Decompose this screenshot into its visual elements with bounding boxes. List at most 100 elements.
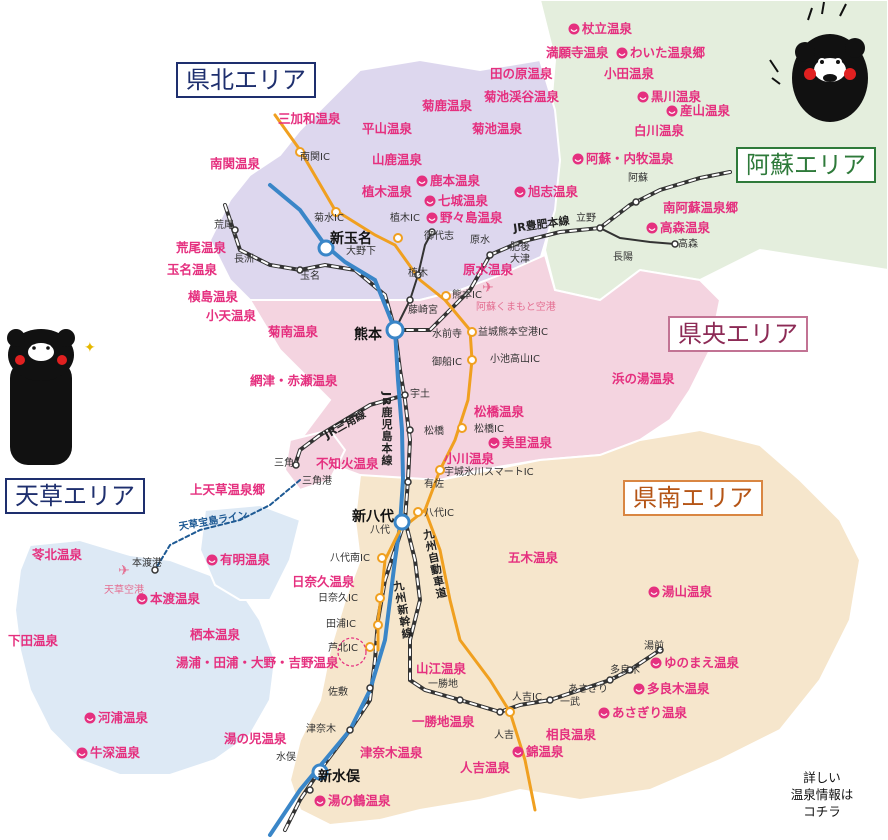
place-label: 植木	[408, 268, 428, 279]
onsen-label[interactable]: 高森温泉	[660, 220, 711, 235]
onsen-label[interactable]: 菊鹿温泉	[422, 98, 473, 113]
onsen-label[interactable]: 浜の湯温泉	[612, 371, 675, 386]
onsen-label[interactable]: 牛深温泉	[90, 745, 141, 760]
onsen-label[interactable]: 小田温泉	[604, 66, 655, 81]
onsen-label[interactable]: 菊池温泉	[472, 121, 523, 136]
ic-marker	[393, 233, 403, 243]
airplane-icon: ✈	[482, 280, 494, 296]
onsen-label[interactable]: 横島温泉	[188, 289, 239, 304]
place-label: 南関IC	[300, 152, 330, 163]
onsen-label[interactable]: 上天草温泉郷	[190, 482, 266, 497]
onsen-smiley-icon	[426, 212, 438, 224]
onsen-label[interactable]: 松橋温泉	[474, 404, 525, 419]
station-marker	[428, 228, 436, 236]
onsen-label[interactable]: 湯浦・田浦・大野・吉野温泉	[176, 655, 339, 670]
onsen-label[interactable]: 旭志温泉	[528, 184, 579, 199]
onsen-smiley-icon	[84, 712, 96, 724]
place-label: 宇城氷川スマートIC	[444, 467, 534, 478]
onsen-label[interactable]: 多良木温泉	[647, 681, 710, 696]
region-amakusa-shimoshima	[13, 538, 277, 776]
station-label: 新玉名	[330, 231, 372, 247]
onsen-label[interactable]: 湯の鶴温泉	[328, 793, 391, 808]
onsen-label[interactable]: 日奈久温泉	[292, 574, 355, 589]
place-label: 益城熊本空港IC	[478, 327, 548, 338]
onsen-label[interactable]: 白川温泉	[634, 123, 685, 138]
onsen-label[interactable]: 田の原温泉	[490, 66, 553, 81]
line-label-jr-kagoshima: JR鹿児島本線	[380, 392, 393, 467]
ic-marker	[365, 642, 375, 652]
ic-marker	[467, 327, 477, 337]
onsen-label[interactable]: 苓北温泉	[32, 547, 83, 562]
station-marker	[366, 684, 374, 692]
place-label: 宇土	[410, 389, 430, 400]
onsen-label[interactable]: 産山温泉	[680, 103, 731, 118]
region-amakusa-kamishima	[198, 503, 302, 601]
onsen-label[interactable]: 山鹿温泉	[372, 152, 423, 167]
onsen-label[interactable]: 南関温泉	[210, 156, 261, 171]
onsen-label[interactable]: 美里温泉	[502, 435, 553, 450]
station-marker	[404, 478, 412, 486]
onsen-label[interactable]: 野々島温泉	[440, 210, 503, 225]
station-marker	[671, 240, 679, 248]
ic-marker	[435, 465, 445, 475]
onsen-label[interactable]: 三加和温泉	[278, 111, 341, 126]
onsen-label[interactable]: 有明温泉	[220, 552, 271, 567]
onsen-label[interactable]: 河浦温泉	[98, 710, 149, 725]
place-label: 大津	[510, 254, 530, 265]
onsen-label[interactable]: 満願寺温泉	[546, 45, 609, 60]
onsen-label[interactable]: 一勝地温泉	[412, 714, 475, 729]
onsen-label[interactable]: 阿蘇・内牧温泉	[586, 151, 674, 166]
onsen-label[interactable]: 人吉温泉	[460, 760, 511, 775]
station-kumamoto	[385, 320, 405, 340]
onsen-label[interactable]: 鹿本温泉	[430, 173, 481, 188]
onsen-label[interactable]: 本渡温泉	[150, 591, 201, 606]
onsen-label[interactable]: 小天温泉	[206, 308, 257, 323]
onsen-label[interactable]: 植木温泉	[362, 184, 413, 199]
onsen-label[interactable]: 錦温泉	[526, 744, 564, 759]
station-marker	[546, 696, 554, 704]
place-label: 熊本IC	[452, 290, 482, 301]
onsen-label[interactable]: 原水温泉	[463, 262, 514, 277]
onsen-label[interactable]: 津奈木温泉	[360, 745, 423, 760]
place-label: 水俣	[276, 752, 296, 763]
onsen-label[interactable]: 南阿蘇温泉郷	[663, 200, 739, 215]
onsen-label[interactable]: 山江温泉	[416, 661, 467, 676]
ic-marker	[457, 423, 467, 433]
onsen-label[interactable]: わいた温泉郷	[630, 45, 706, 60]
onsen-label[interactable]: 湯の児温泉	[224, 731, 287, 746]
onsen-smiley-icon	[314, 795, 326, 807]
onsen-label[interactable]: 栖本温泉	[190, 627, 241, 642]
onsen-label[interactable]: 小川温泉	[444, 451, 495, 466]
onsen-label[interactable]: 相良温泉	[546, 727, 597, 742]
onsen-label[interactable]: 網津・赤瀬温泉	[250, 373, 338, 388]
station-marker	[406, 296, 414, 304]
station-marker	[496, 708, 504, 716]
onsen-label[interactable]: ゆのまえ温泉	[664, 655, 740, 670]
onsen-label[interactable]: あさぎり温泉	[612, 705, 688, 720]
place-label: 有佐	[424, 479, 444, 490]
onsen-label[interactable]: 下田温泉	[8, 633, 59, 648]
onsen-label[interactable]: 玉名温泉	[167, 262, 218, 277]
kyushu-expressway	[273, 113, 474, 652]
onsen-label[interactable]: 黒川温泉	[651, 89, 702, 104]
onsen-info-link[interactable]: 詳しい 温泉情報は コチラ	[758, 769, 886, 820]
place-label: 立野	[576, 213, 596, 224]
place-label: 肥後	[510, 242, 530, 253]
onsen-label[interactable]: 平山温泉	[362, 121, 413, 136]
onsen-label[interactable]: 七城温泉	[438, 193, 489, 208]
onsen-label[interactable]: 湯山温泉	[662, 584, 713, 599]
station-marker	[606, 676, 614, 684]
place-label: 多良木	[610, 665, 640, 676]
onsen-label[interactable]: 杖立温泉	[582, 21, 633, 36]
place-label: 藤崎宮	[408, 305, 438, 316]
place-label: 一勝地	[428, 679, 458, 690]
onsen-label[interactable]: 不知火温泉	[316, 456, 379, 471]
onsen-label[interactable]: 荒尾温泉	[176, 240, 227, 255]
onsen-label[interactable]: 五木温泉	[508, 550, 559, 565]
onsen-label[interactable]: 菊南温泉	[268, 324, 319, 339]
onsen-label[interactable]: 菊池渓谷温泉	[484, 89, 560, 104]
airport-label: 天草空港	[104, 585, 144, 596]
ic-marker	[373, 620, 383, 630]
place-label: あさぎり	[568, 684, 608, 695]
highlight-circle	[337, 637, 367, 667]
